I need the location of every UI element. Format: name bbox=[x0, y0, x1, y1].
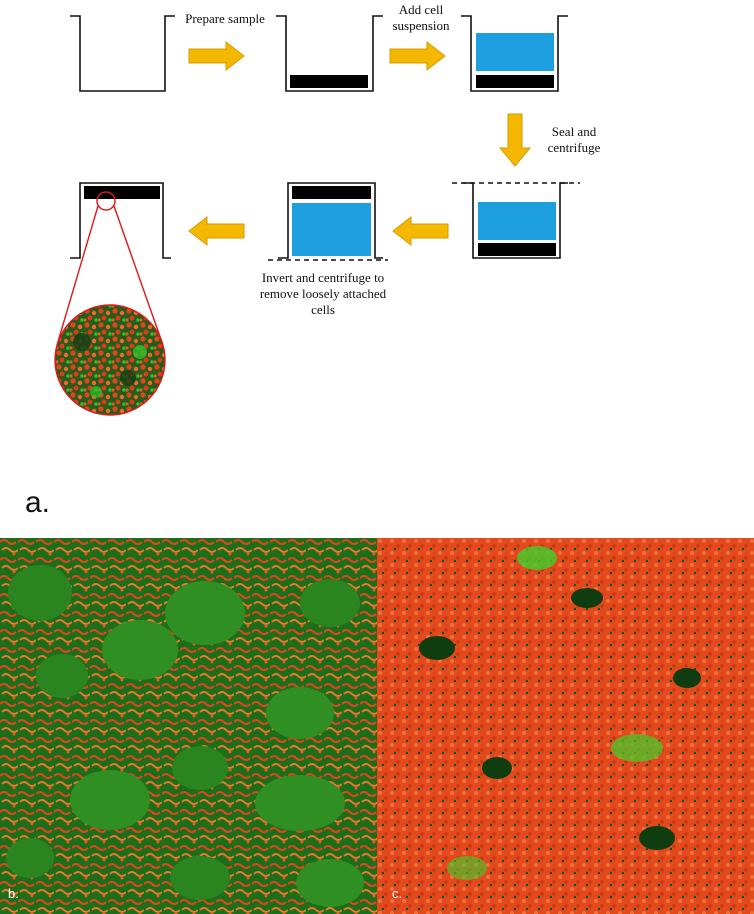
sample-layer bbox=[84, 186, 160, 199]
panel-label-c: c. bbox=[392, 886, 403, 901]
micrograph-b bbox=[0, 538, 377, 914]
cell-suspension bbox=[292, 203, 371, 256]
well-sealed bbox=[452, 182, 580, 259]
well-inverted bbox=[268, 182, 388, 261]
sample-layer bbox=[290, 75, 368, 88]
panel-label-a: a. bbox=[25, 486, 51, 519]
cell-suspension bbox=[476, 33, 554, 71]
sample-layer bbox=[476, 75, 554, 88]
well-after-inversion bbox=[70, 182, 171, 259]
step-label-seal-centrifuge: Seal and centrifuge bbox=[547, 124, 601, 155]
arrow-down-icon bbox=[498, 113, 532, 167]
micrograph-c bbox=[377, 538, 754, 914]
zoomed-cells-image bbox=[54, 304, 166, 416]
well-with-sample bbox=[276, 15, 383, 92]
well-empty bbox=[70, 15, 175, 92]
step-label-prepare: Prepare sample bbox=[185, 11, 265, 26]
arrow-left-icon bbox=[188, 215, 245, 247]
arrow-right-icon bbox=[188, 40, 245, 72]
zoom-callout bbox=[56, 191, 164, 346]
panel-label-b: b. bbox=[8, 886, 19, 901]
sample-layer bbox=[292, 186, 371, 199]
arrow-right-icon bbox=[389, 40, 446, 72]
arrow-left-icon bbox=[392, 215, 449, 247]
cell-suspension bbox=[478, 202, 556, 240]
centrifugation-schematic bbox=[54, 15, 580, 416]
well-with-suspension bbox=[461, 15, 568, 92]
step-label-add-suspension: Add cell suspension bbox=[392, 2, 450, 33]
step-label-invert-centrifuge: Invert and centrifuge to remove loosely … bbox=[259, 270, 387, 317]
sample-layer bbox=[478, 243, 556, 256]
